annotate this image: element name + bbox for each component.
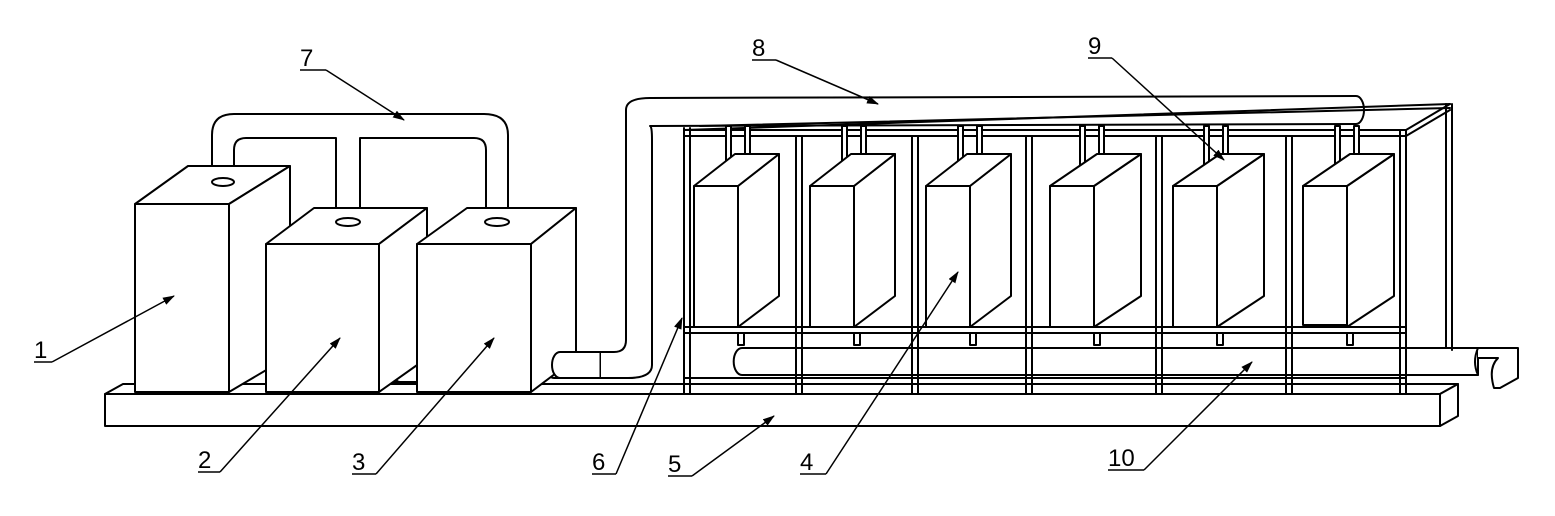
label-1: 1 [34,337,47,364]
pipe-7 [211,113,509,217]
module-4 [1049,125,1142,346]
module-3 [925,125,1012,346]
label-6: 6 [592,449,605,476]
label-5: 5 [668,451,681,478]
label-8: 8 [752,35,765,62]
module-6 [1302,125,1395,346]
module-5 [1172,125,1265,346]
pipe-8-outlet [551,351,601,379]
box-2 [265,207,428,393]
module-2 [809,125,896,346]
box-3 [416,207,577,393]
rack-frame [683,103,1453,395]
module-1 [693,125,780,346]
label-10: 10 [1108,445,1135,472]
label-4: 4 [800,449,813,476]
label-9: 9 [1088,33,1101,60]
leader-lines [34,57,1253,477]
label-7: 7 [300,45,313,72]
label-2: 2 [198,447,211,474]
label-3: 3 [352,449,365,476]
